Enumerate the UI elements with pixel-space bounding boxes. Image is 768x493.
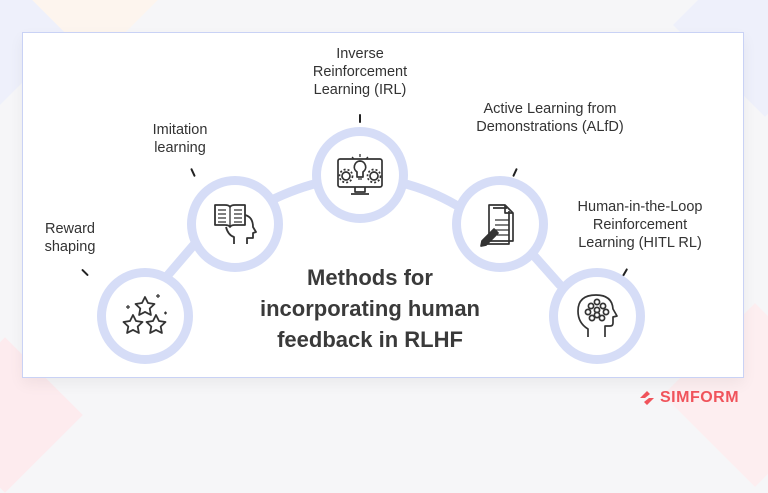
simform-logo: SIMFORM [638, 389, 739, 407]
documents-pencil-icon [480, 204, 514, 247]
stars-icon [122, 294, 167, 334]
method-label-irl: Inverse Reinforcement Learning (IRL) [312, 46, 408, 98]
method-node-alfd [452, 176, 548, 272]
method-label-hitl-rl: Human-in-the-Loop Reinforcement Learning… [577, 199, 703, 251]
diagram-title: Methods for incorporating human feedback… [260, 265, 480, 352]
method-label-imitation-learning: Imitation learning [152, 122, 208, 156]
monitor-lightbulb-gears-icon [337, 154, 383, 195]
method-label-alfd: Active Learning from Demonstrations (ALf… [476, 101, 624, 135]
method-node-hitl-rl [549, 268, 645, 364]
brand-name: SIMFORM [660, 389, 740, 406]
book-head-icon [214, 204, 257, 244]
simform-logo-icon [640, 391, 654, 405]
method-node-irl [312, 127, 408, 223]
method-label-reward-shaping: Reward shaping [44, 221, 96, 255]
method-node-imitation-learning [187, 176, 283, 272]
method-node-reward-shaping [97, 268, 193, 364]
brain-network-head-icon [577, 294, 618, 337]
pointer-tick [359, 114, 361, 123]
